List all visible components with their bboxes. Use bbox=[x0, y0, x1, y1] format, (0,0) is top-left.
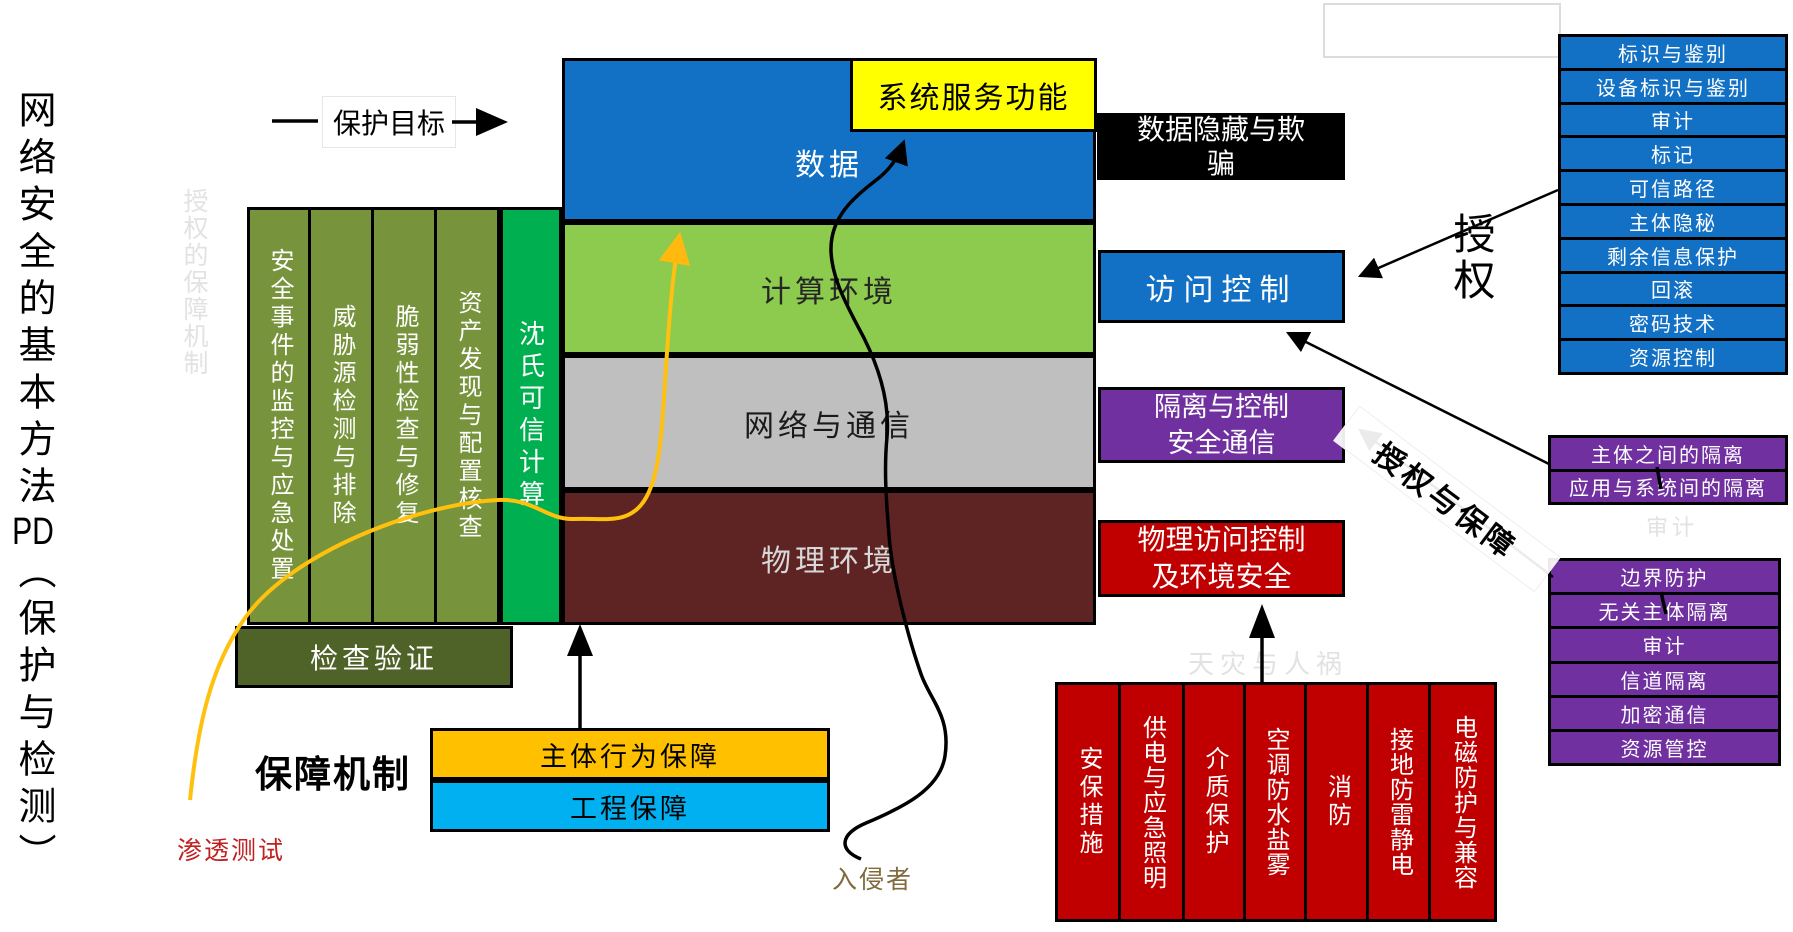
access-control-item: 设备标识与鉴别 bbox=[1558, 67, 1788, 105]
detection-columns: 安全事件的监控与应急处置 威胁源检测与排除 脆弱性检查与修复 资产发现与配置核查 bbox=[247, 207, 500, 625]
subject-behavior-box: 主体行为保障 bbox=[430, 728, 830, 780]
assurance-mechanism-label: 保障机制 bbox=[255, 754, 411, 795]
physical-security-columns: 安保措施 供电与应急照明 介质保护 空调防水盐雾 消防 接地防雷静电 电磁防护与… bbox=[1055, 682, 1497, 922]
physical-column-label: 消防 bbox=[1323, 774, 1351, 830]
detection-column: 威胁源检测与排除 bbox=[308, 207, 374, 625]
trusted-computing-column: 沈氏可信计算 bbox=[500, 207, 562, 625]
physical-column-label: 供电与应急照明 bbox=[1138, 714, 1166, 890]
assurance-arrow-head bbox=[567, 624, 593, 656]
physical-column: 供电与应急照明 bbox=[1118, 682, 1185, 922]
access-control-item: 回滚 bbox=[1558, 270, 1788, 308]
access-control-box: 访问控制 bbox=[1098, 250, 1345, 323]
physical-column-label: 安保措施 bbox=[1075, 746, 1102, 858]
system-service-box: 系统服务功能 bbox=[850, 58, 1097, 132]
physical-column-label: 电磁防护与兼容 bbox=[1449, 714, 1477, 890]
access-control-item: 密码技术 bbox=[1558, 304, 1788, 342]
empty-frame bbox=[1323, 3, 1561, 58]
isolation-item: 无关主体隔离 bbox=[1548, 592, 1781, 630]
page-title-top: 网络安全的基本方法 bbox=[12, 90, 54, 513]
physical-column: 介质保护 bbox=[1182, 682, 1246, 922]
authorization-assurance-label: 授权与保障 bbox=[1333, 405, 1561, 593]
detection-column: 脆弱性检查与修复 bbox=[371, 207, 437, 625]
layer-network-communication: 网络与通信 bbox=[562, 355, 1096, 490]
access-control-item: 可信路径 bbox=[1558, 169, 1788, 206]
trusted-computing-label: 沈氏可信计算 bbox=[515, 320, 546, 512]
watermark-audit: 审计 bbox=[1646, 515, 1699, 540]
page-title-pd: PD bbox=[12, 513, 54, 551]
access-control-item: 标识与鉴别 bbox=[1558, 34, 1788, 71]
physical-column-label: 介质保护 bbox=[1201, 746, 1228, 858]
isolation-item: 资源管控 bbox=[1548, 728, 1781, 767]
isolation-item: 应用与系统间的隔离 bbox=[1548, 468, 1788, 505]
access-control-item: 剩余信息保护 bbox=[1558, 236, 1788, 274]
detection-column-label: 资产发现与配置核查 bbox=[454, 290, 481, 542]
physical-column-label: 空调防水盐雾 bbox=[1262, 727, 1289, 877]
access-control-item: 资源控制 bbox=[1558, 338, 1788, 375]
isolation-list-top: 主体之间的隔离 应用与系统间的隔离 bbox=[1548, 435, 1788, 505]
physical-column: 消防 bbox=[1304, 682, 1369, 922]
physical-column-label: 接地防雷静电 bbox=[1385, 727, 1413, 877]
check-verify-box: 检查验证 bbox=[235, 626, 513, 688]
isolation-item: 审计 bbox=[1548, 626, 1781, 664]
legend-arrow-head bbox=[476, 108, 508, 136]
isolation-box: 隔离与控制 安全通信 bbox=[1098, 387, 1345, 463]
layer-physical-environment: 物理环境 bbox=[562, 490, 1096, 625]
layer-computing-environment: 计算环境 bbox=[562, 222, 1096, 355]
physical-access-box: 物理访问控制 及环境安全 bbox=[1098, 520, 1345, 597]
page-title: 网络安全的基本方法PD（保护与检测） bbox=[12, 90, 54, 880]
isolation-list-bottom: 边界防护 无关主体隔离 审计 信道隔离 加密通信 资源管控 bbox=[1548, 558, 1781, 767]
detection-column: 资产发现与配置核查 bbox=[434, 207, 500, 625]
protect-target-label: 保护目标 bbox=[322, 96, 456, 148]
data-hiding-box: 数据隐藏与欺 骗 bbox=[1097, 113, 1345, 180]
physical-arrow-head bbox=[1249, 604, 1275, 638]
detection-column-label: 安全事件的监控与应急处置 bbox=[266, 248, 293, 584]
watermark-left: 授权的保障机制 bbox=[180, 188, 208, 377]
page-title-bottom: （保护与检测） bbox=[12, 551, 54, 880]
access-control-item: 审计 bbox=[1558, 101, 1788, 139]
physical-column: 安保措施 bbox=[1055, 682, 1121, 922]
detection-column-label: 脆弱性检查与修复 bbox=[391, 304, 418, 528]
isolation-item: 主体之间的隔离 bbox=[1548, 435, 1788, 472]
authorization-label: 授权 bbox=[1441, 212, 1502, 304]
penetration-test-label: 渗透测试 bbox=[177, 837, 286, 865]
isolation-item: 信道隔离 bbox=[1548, 660, 1781, 698]
access-control-item: 主体隐秘 bbox=[1558, 202, 1788, 240]
physical-column: 空调防水盐雾 bbox=[1243, 682, 1307, 922]
physical-column: 接地防雷静电 bbox=[1366, 682, 1431, 922]
isolation-item: 边界防护 bbox=[1548, 558, 1781, 596]
intruder-label: 入侵者 bbox=[832, 866, 914, 894]
engineering-box: 工程保障 bbox=[430, 780, 830, 832]
access-control-item: 标记 bbox=[1558, 135, 1788, 173]
detection-column: 安全事件的监控与应急处置 bbox=[247, 207, 311, 625]
watermark-disaster: 天灾与人祸 bbox=[1188, 649, 1349, 679]
detection-column-label: 威胁源检测与排除 bbox=[328, 304, 355, 528]
access-control-list: 标识与鉴别 设备标识与鉴别 审计 标记 可信路径 主体隐秘 剩余信息保护 回滚 … bbox=[1558, 34, 1788, 375]
physical-column: 电磁防护与兼容 bbox=[1428, 682, 1497, 922]
isolation-item: 加密通信 bbox=[1548, 694, 1781, 732]
